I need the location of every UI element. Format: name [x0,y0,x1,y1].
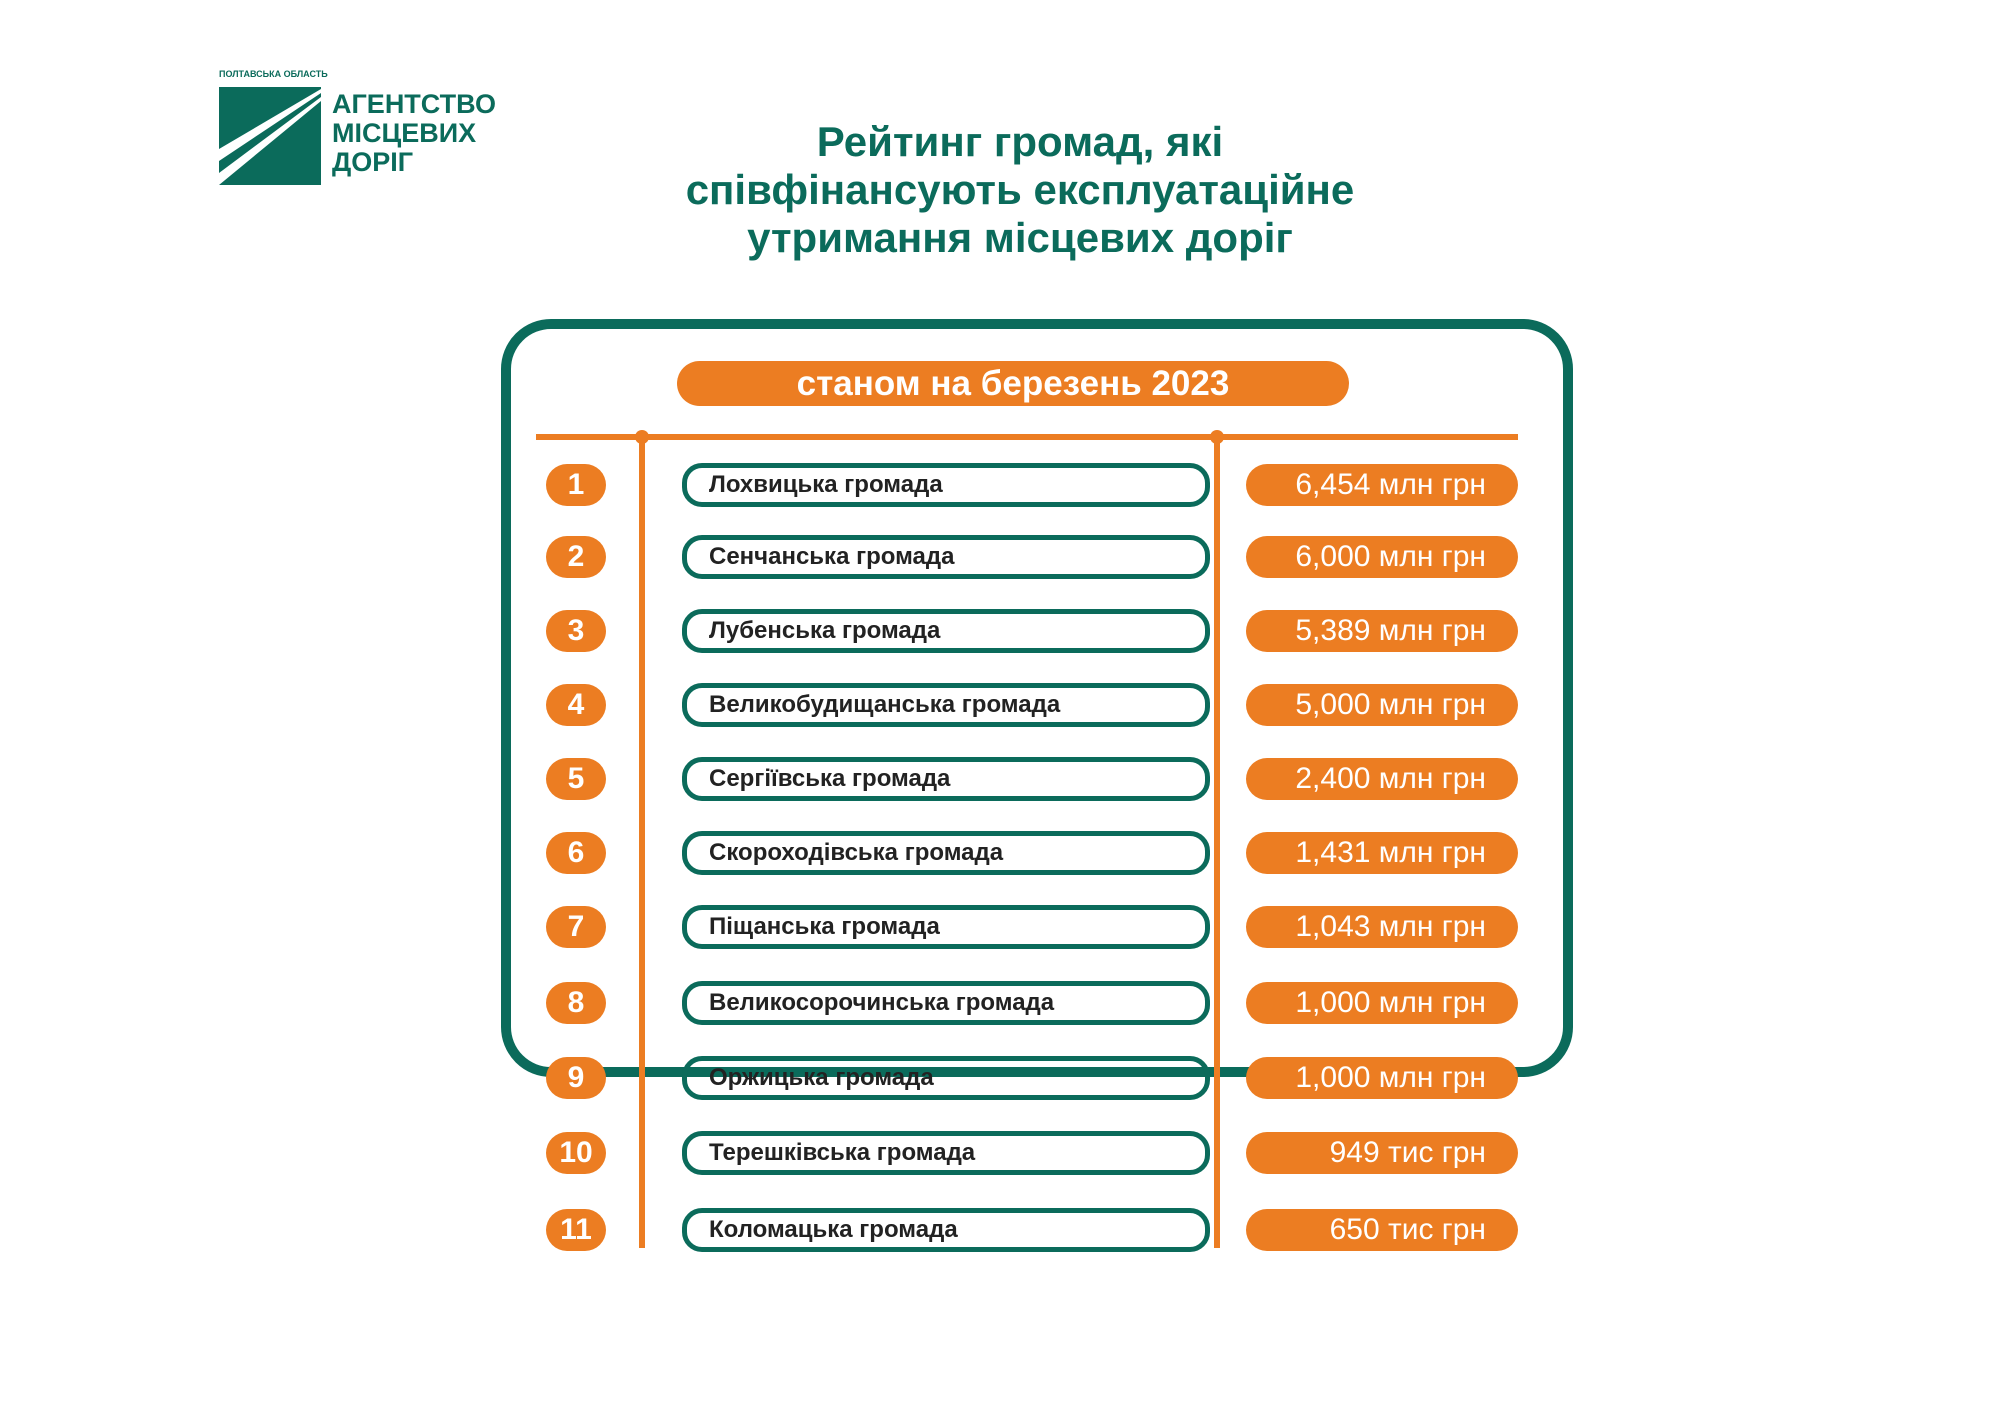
amount-badge: 1,000 млн грн [1246,982,1518,1024]
rank-badge: 4 [546,684,606,726]
rank-badge: 7 [546,906,606,948]
community-name: Скороходівська громада [682,831,1210,875]
community-name: Коломацька громада [682,1208,1210,1252]
amount-badge: 5,389 млн грн [1246,610,1518,652]
table-row: 3 Лубенська громада 5,389 млн грн [0,609,2000,653]
page-title: Рейтинг громад, які співфінансують експл… [560,118,1480,262]
amount-badge: 5,000 млн грн [1246,684,1518,726]
table-row: 4 Великобудищанська громада 5,000 млн гр… [0,683,2000,727]
community-name: Сергіївська громада [682,757,1210,801]
amount-column-divider [1214,434,1220,1248]
table-row: 6 Скороходівська громада 1,431 млн грн [0,831,2000,875]
community-name: Терешківська громада [682,1131,1210,1175]
amount-badge: 1,431 млн грн [1246,832,1518,874]
logo-line: ДОРІГ [332,147,414,177]
rank-column-divider [639,434,645,1248]
community-name: Великобудищанська громада [682,683,1210,727]
header-divider [536,434,1518,440]
community-name: Лохвицька громада [682,463,1210,507]
rank-badge: 8 [546,982,606,1024]
logo-road-icon [219,87,321,185]
logo-agency-name: АГЕНТСТВО МІСЦЕВИХ ДОРІГ [332,90,496,177]
divider-dot [635,430,649,444]
table-row: 1 Лохвицька громада 6,454 млн грн [0,463,2000,507]
logo-region-label: ПОЛТАВСЬКА ОБЛАСТЬ [219,69,328,79]
table-row: 9 Оржицька громада 1,000 млн грн [0,1056,2000,1100]
table-row: 5 Сергіївська громада 2,400 млн грн [0,757,2000,801]
table-row: 2 Сенчанська громада 6,000 млн грн [0,535,2000,579]
amount-badge: 6,000 млн грн [1246,536,1518,578]
date-badge: станом на березень 2023 [677,361,1349,406]
rank-badge: 10 [546,1132,606,1174]
table-row: 7 Піщанська громада 1,043 млн грн [0,905,2000,949]
amount-badge: 6,454 млн грн [1246,464,1518,506]
community-name: Сенчанська громада [682,535,1210,579]
community-name: Лубенська громада [682,609,1210,653]
community-name: Піщанська громада [682,905,1210,949]
title-line: співфінансують експлуатаційне [685,166,1355,213]
rank-badge: 5 [546,758,606,800]
divider-dot [1210,430,1224,444]
amount-badge: 1,000 млн грн [1246,1057,1518,1099]
rank-badge: 2 [546,536,606,578]
table-row: 8 Великосорочинська громада 1,000 млн гр… [0,981,2000,1025]
rank-badge: 3 [546,610,606,652]
amount-badge: 949 тис грн [1246,1132,1518,1174]
rank-badge: 6 [546,832,606,874]
rank-badge: 9 [546,1057,606,1099]
logo-line: МІСЦЕВИХ [332,118,477,148]
amount-badge: 1,043 млн грн [1246,906,1518,948]
logo-line: АГЕНТСТВО [332,89,496,119]
table-row: 11 Коломацька громада 650 тис грн [0,1208,2000,1252]
amount-badge: 650 тис грн [1246,1209,1518,1251]
rank-badge: 1 [546,464,606,506]
community-name: Великосорочинська громада [682,981,1210,1025]
amount-badge: 2,400 млн грн [1246,758,1518,800]
table-row: 10 Терешківська громада 949 тис грн [0,1131,2000,1175]
title-line: утримання місцевих доріг [747,214,1293,261]
community-name: Оржицька громада [682,1056,1210,1100]
title-line: Рейтинг громад, які [816,118,1224,165]
rating-frame [501,319,1573,1077]
rank-badge: 11 [546,1209,606,1251]
